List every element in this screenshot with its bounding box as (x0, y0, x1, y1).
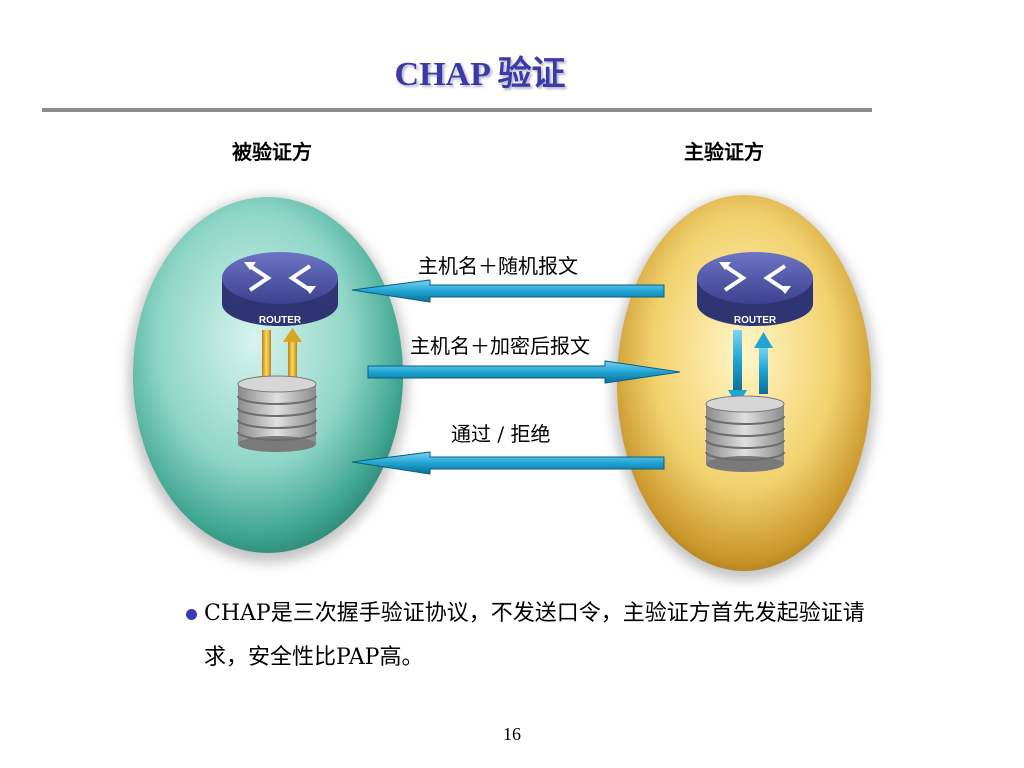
message-hostname-encrypted: 主机名＋加密后报文 (410, 334, 590, 358)
bullet-point: CHAP是三次握手验证协议，不发送口令，主验证方首先发起验证请求，安全性比PAP… (186, 592, 886, 680)
arrow-encrypted-response (367, 360, 681, 384)
left-database-icon (237, 375, 317, 452)
slide-title: CHAP 验证 (394, 56, 566, 93)
right-party-label: 主验证方 (684, 140, 764, 164)
bullet-text: CHAP是三次握手验证协议，不发送口令，主验证方首先发起验证请求，安全性比PAP… (204, 601, 865, 670)
right-router-icon: ROUTER (697, 252, 813, 326)
left-party-label: 被验证方 (232, 140, 312, 164)
right-database-icon (705, 395, 785, 472)
page-number: 16 (503, 724, 521, 744)
arrow-accept-reject (351, 451, 665, 475)
message-hostname-random: 主机名＋随机报文 (418, 254, 578, 278)
title-divider (42, 108, 872, 112)
left-router-label: ROUTER (259, 315, 302, 326)
right-router-label: ROUTER (734, 315, 777, 326)
left-router-icon: ROUTER (222, 252, 338, 326)
message-pass-reject: 通过 / 拒绝 (451, 422, 551, 446)
bullet-dot-icon (186, 609, 197, 620)
arrow-random-challenge (351, 279, 665, 303)
